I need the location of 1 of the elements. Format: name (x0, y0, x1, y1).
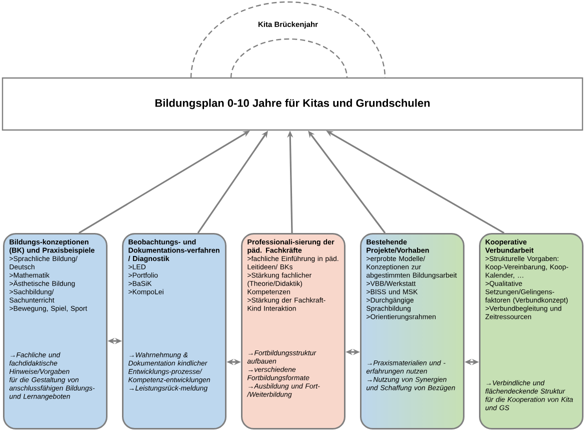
title-box: Bildungsplan 0-10 Jahre für Kitas und Grundschulen (2, 77, 584, 131)
